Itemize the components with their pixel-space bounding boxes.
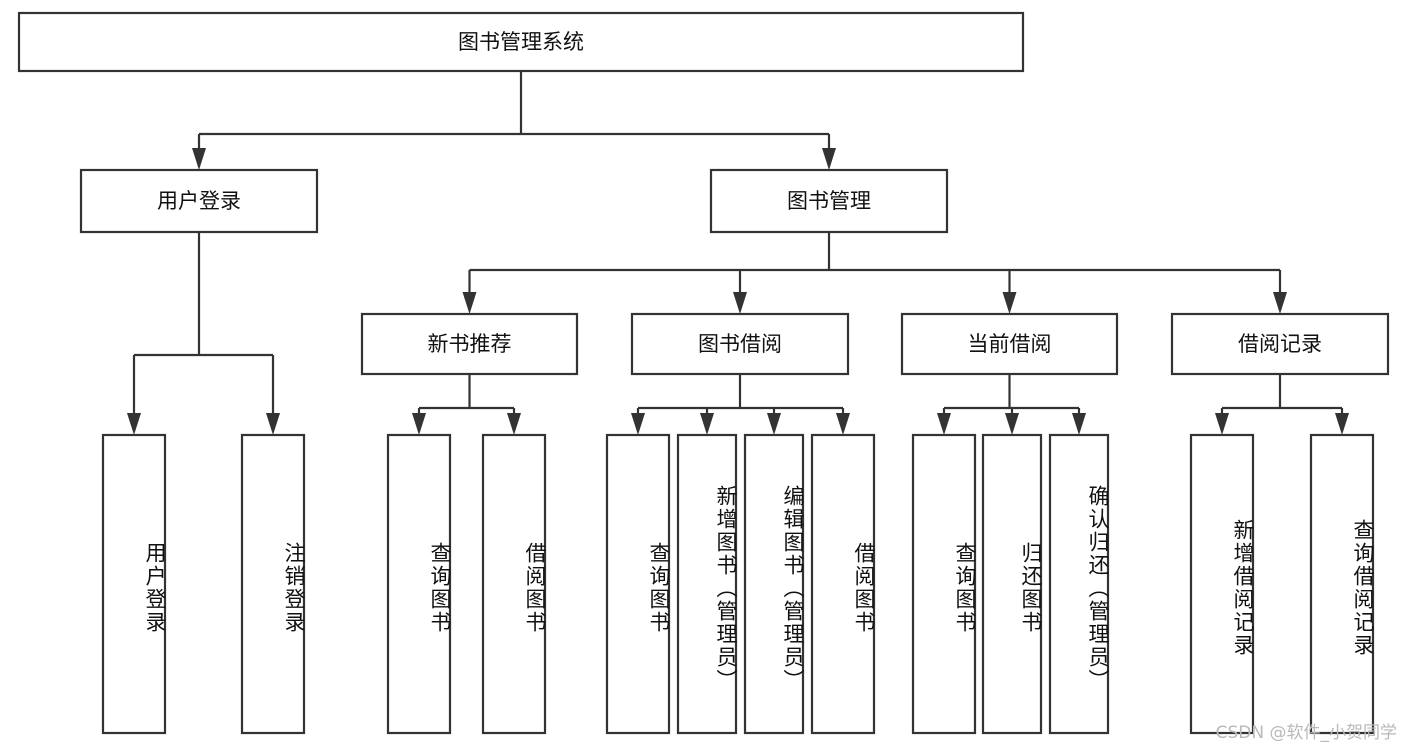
arrow-head-icon: [767, 413, 781, 435]
arrow-head-icon: [1005, 413, 1019, 435]
arrow-head-icon: [1215, 413, 1229, 435]
arrow-head-icon: [631, 413, 645, 435]
node-leaf-query-book-2[interactable]: [605, 433, 671, 735]
node-box: [360, 312, 579, 376]
arrow-head-icon: [1002, 292, 1017, 314]
node-leaf-add-record[interactable]: [1189, 433, 1255, 735]
node-box: [605, 433, 671, 735]
node-box: [743, 433, 805, 735]
arrow-head-icon: [127, 413, 141, 435]
node-leaf-edit-book[interactable]: [743, 433, 805, 735]
node-borrow-record[interactable]: 借阅记录: [1170, 312, 1390, 376]
arrow-head-icon: [192, 148, 206, 170]
node-box: [630, 312, 850, 376]
node-leaf-confirm-return[interactable]: [1048, 433, 1110, 735]
arrow-head-icon: [462, 292, 477, 314]
node-box: [1048, 433, 1110, 735]
node-leaf-add-book[interactable]: [676, 433, 738, 735]
node-label: 当前借阅: [968, 332, 1052, 356]
node-leaf-user-login[interactable]: [101, 433, 167, 735]
node-title-root[interactable]: 图书管理系统: [17, 11, 1025, 73]
arrow-head-icon: [412, 413, 426, 435]
node-label: 新书推荐: [428, 332, 512, 356]
node-label: 图书管理系统: [458, 30, 584, 54]
node-box: [676, 433, 738, 735]
node-box: [911, 433, 977, 735]
arrow-head-icon: [836, 413, 850, 435]
arrow-head-icon: [700, 413, 714, 435]
node-box: [101, 433, 167, 735]
node-user-login[interactable]: 用户登录: [79, 168, 319, 234]
node-leaf-return-book[interactable]: [981, 433, 1043, 735]
arrow-head-icon: [937, 413, 951, 435]
node-box: [17, 11, 1025, 73]
node-label: 图书管理: [787, 189, 871, 213]
arrow-head-icon: [266, 413, 280, 435]
node-box: [900, 312, 1119, 376]
node-box: [1170, 312, 1390, 376]
node-box: [1309, 433, 1375, 735]
node-leaf-query-book-1[interactable]: [386, 433, 452, 735]
node-leaf-query-book-3[interactable]: [911, 433, 977, 735]
arrow-head-icon: [733, 292, 747, 314]
arrow-head-icon: [1072, 413, 1086, 435]
node-new-book-recommend[interactable]: 新书推荐: [360, 312, 579, 376]
node-leaf-query-record[interactable]: [1309, 433, 1375, 735]
arrow-head-icon: [1335, 413, 1349, 435]
node-box: [386, 433, 452, 735]
node-current-borrow[interactable]: 当前借阅: [900, 312, 1119, 376]
node-box: [240, 433, 306, 735]
arrow-head-icon: [822, 148, 836, 170]
node-book-borrow[interactable]: 图书借阅: [630, 312, 850, 376]
node-book-manage[interactable]: 图书管理: [709, 168, 949, 234]
node-box: [1189, 433, 1255, 735]
node-leaf-logout[interactable]: [240, 433, 306, 735]
node-label: 借阅记录: [1238, 332, 1322, 356]
watermark: CSDN @软件_小贺同学: [1215, 723, 1397, 743]
node-leaf-borrow-book-1[interactable]: [481, 433, 547, 735]
node-leaf-borrow-book-2[interactable]: [810, 433, 876, 735]
arrow-head-icon: [1273, 292, 1287, 314]
node-label: 图书借阅: [698, 332, 782, 356]
node-box: [810, 433, 876, 735]
node-label: 用户登录: [157, 189, 241, 213]
edge-layer: [127, 71, 1349, 435]
node-box: [481, 433, 547, 735]
node-box: [79, 168, 319, 234]
node-box: [709, 168, 949, 234]
arrow-head-icon: [507, 413, 521, 435]
node-box: [981, 433, 1043, 735]
